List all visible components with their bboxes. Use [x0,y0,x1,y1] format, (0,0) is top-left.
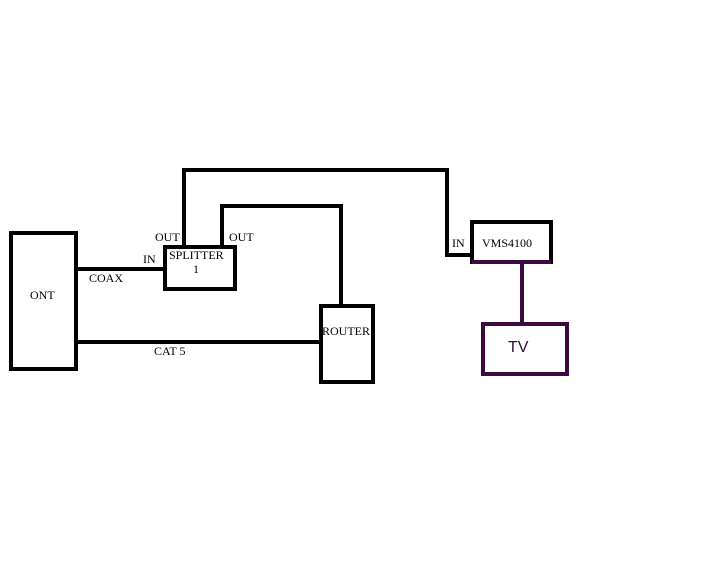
router-device: ROUTER [319,304,375,384]
coax-label: COAX [89,271,123,285]
splitter-label: SPLITTER [169,248,224,262]
vms-label: VMS4100 [482,236,532,250]
router-label: ROUTER [322,324,370,338]
ont-label: ONT [30,288,55,302]
splitter-to-vms-wire [182,168,472,257]
splitter-in-label: IN [143,252,156,266]
vms-in-label: IN [452,236,465,250]
splitter-to-router-wire [220,204,343,306]
splitter-device: SPLITTER 1 [163,245,237,291]
ont-device: ONT [9,231,78,371]
vms-device: VMS4100 [470,220,553,264]
splitter-out-left-label: OUT [155,230,180,244]
cat5-label: CAT 5 [154,344,185,358]
splitter-number: 1 [193,262,199,276]
splitter-out-right-label: OUT [229,230,254,244]
tv-device: TV [481,322,569,376]
tv-label: TV [508,339,529,356]
